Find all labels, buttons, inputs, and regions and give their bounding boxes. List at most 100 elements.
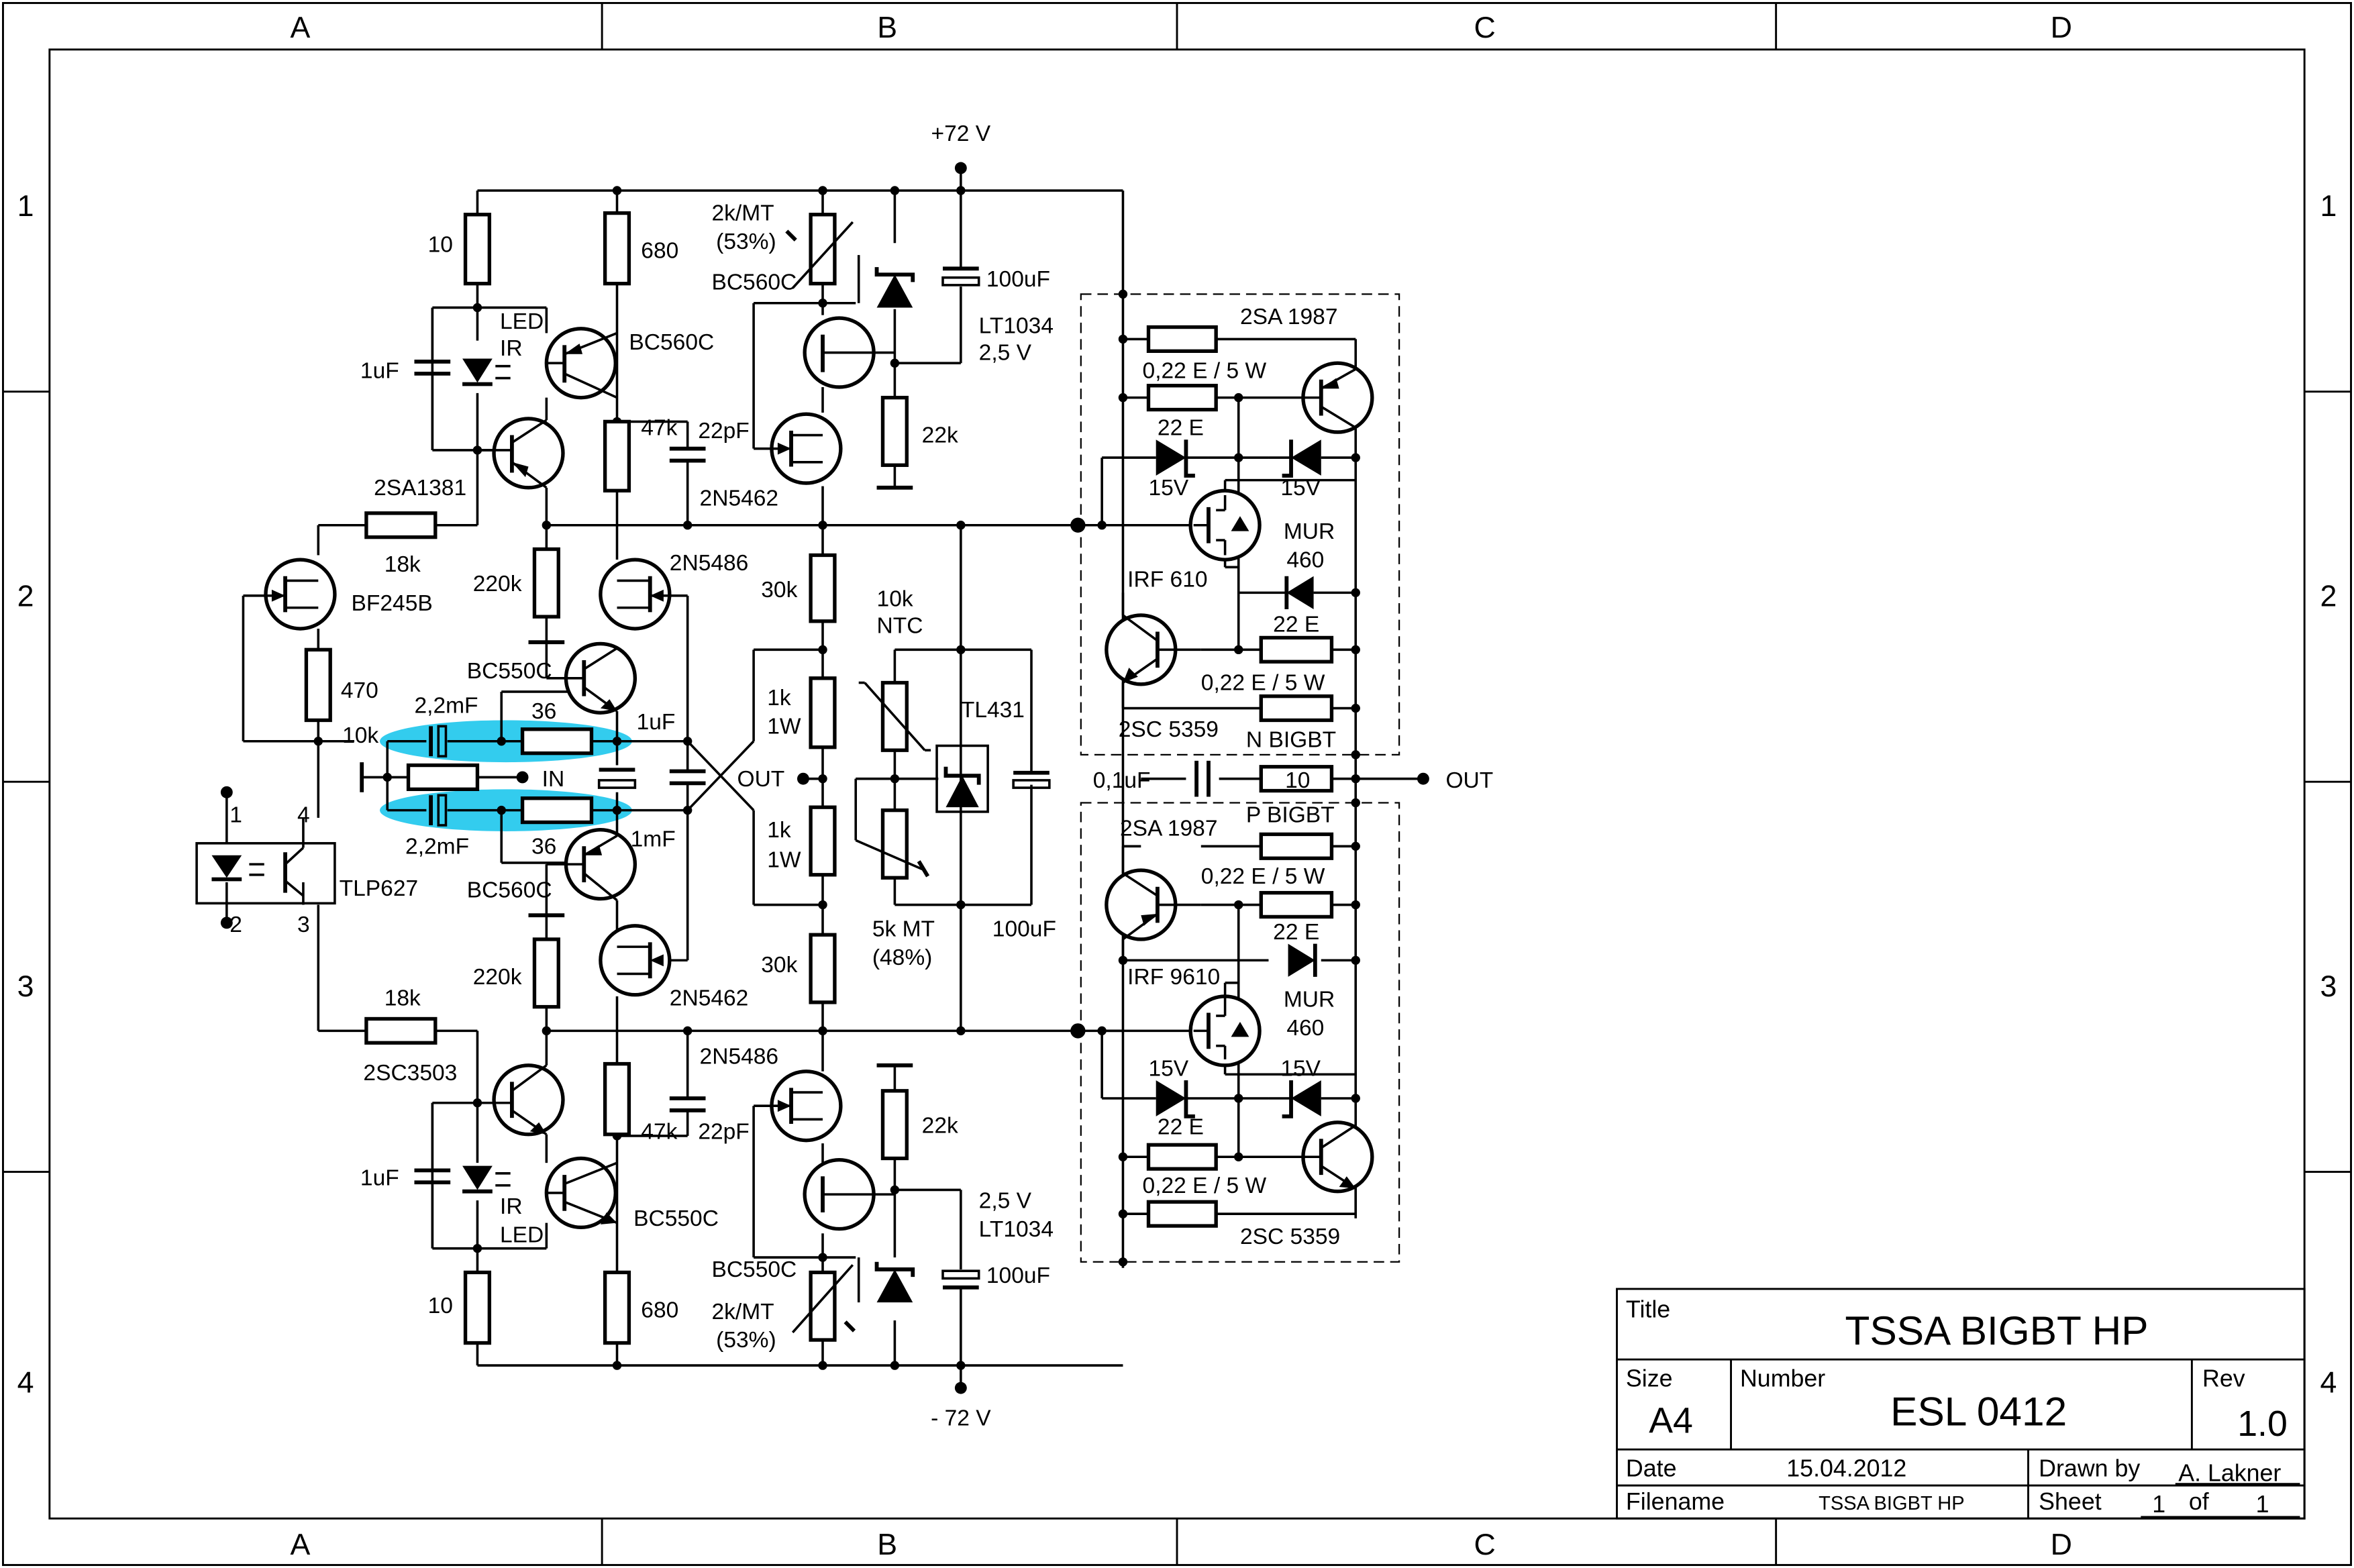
transistor-n-2sa1987 — [1301, 361, 1374, 434]
label-r18k-bot: 18k — [385, 986, 421, 1010]
led-ir-top — [462, 358, 511, 386]
resistor-n-22e-a — [1146, 384, 1218, 412]
label-r22k-top: 22k — [922, 423, 958, 448]
label-r220k-bot: 220k — [473, 965, 522, 990]
transistor-bc550c-bot — [544, 1156, 618, 1230]
label-r47k-bot: 47k — [641, 1119, 677, 1144]
label-p-r22e-b: 22 E — [1158, 1115, 1204, 1140]
sheet-value: 1 — [2152, 1491, 2165, 1518]
sheets-value: 1 — [2256, 1491, 2269, 1518]
cap-100uf-bot — [941, 1269, 980, 1290]
label-n-irf: IRF 610 — [1127, 567, 1207, 592]
zone-row-1-right: 1 — [2320, 190, 2337, 223]
label-jfet-bot: 2N5462 — [670, 986, 749, 1010]
label-ntc-1: 10k — [877, 586, 913, 611]
zone-col-d-bottom: D — [2051, 1528, 2072, 1561]
date-value: 15.04.2012 — [1786, 1455, 1906, 1482]
label-n-bigbt: N BIGBT — [1246, 728, 1336, 753]
resistor-47k-bot — [603, 1061, 631, 1137]
zone-row-2-left: 2 — [17, 580, 34, 613]
label-r36-top: 36 — [531, 699, 556, 724]
resistor-5k-trim — [880, 808, 909, 880]
label-c22p-top: 22pF — [698, 419, 749, 443]
transistor-2sa1381 — [477, 417, 565, 490]
resistor-p-022-a — [1259, 890, 1334, 919]
diode-mur-p — [1288, 943, 1317, 977]
label-p-bigbt: P BIGBT — [1246, 803, 1335, 828]
label-lt1034-bot: LT1034 — [979, 1217, 1054, 1242]
transistor-bc560c-mid — [545, 828, 637, 916]
zone-row-3-left: 3 — [17, 970, 34, 1003]
led-ir-bot — [462, 1165, 511, 1194]
zone-col-d-top: D — [2051, 11, 2072, 44]
label-r1k-bot-1: 1k — [767, 818, 791, 843]
cap-1mf — [597, 768, 637, 789]
drawn-by-label: Drawn by — [2039, 1455, 2140, 1482]
resistor-220k-bot — [532, 937, 560, 1009]
label-ntc-2: NTC — [877, 614, 923, 639]
label-trim-top-pct: (53%) — [716, 229, 776, 254]
label-p-2sc: 2SC 5359 — [1240, 1224, 1340, 1249]
label-led-ir-top-2: IR — [500, 336, 523, 361]
zone-row-4-left: 4 — [17, 1366, 34, 1399]
resistor-30k-bot — [809, 933, 837, 1004]
label-c100u-bot: 100uF — [986, 1263, 1050, 1288]
cap-0-1uf — [1194, 760, 1211, 797]
label-supply-pos: +72 V — [931, 121, 991, 146]
label-trim5k: 5k MT — [872, 917, 935, 941]
cap-100uf-top — [941, 266, 980, 286]
label-n-r022-b: 0,22 E / 5 W — [1201, 671, 1325, 696]
zone-col-c-bottom: C — [1474, 1528, 1495, 1561]
label-r1k-bot-2: 1W — [767, 848, 801, 873]
title-value: TSSA BIGBT HP — [1845, 1308, 2149, 1353]
label-r1k-top-1: 1k — [767, 686, 791, 711]
filename-value: TSSA BIGBT HP — [1819, 1493, 1965, 1514]
label-r1k-top-2: 1W — [767, 715, 801, 739]
label-r10-bot: 10 — [428, 1294, 453, 1318]
transistor-p-2sa1987 — [1105, 868, 1201, 941]
label-c1m: 1mF — [631, 827, 676, 851]
label-c1u-top: 1uF — [360, 359, 399, 384]
zone-col-a-bottom: A — [291, 1528, 311, 1561]
label-r18k-top: 18k — [385, 552, 421, 577]
label-led-ir-top-1: LED — [500, 309, 544, 334]
label-v25-bot: 2,5 V — [979, 1188, 1032, 1213]
label-r47k-top: 47k — [641, 416, 677, 441]
transistor-bc550c-b — [803, 1158, 895, 1231]
frame-zone-labels: A B C D A B C D 1 2 3 4 1 2 3 4 — [17, 11, 2337, 1561]
label-trim5k-pct: (48%) — [872, 945, 933, 970]
label-bc560c-b: BC560C — [629, 330, 714, 355]
label-2sa1381: 2SA1381 — [374, 476, 466, 501]
label-n-r022-a: 0,22 E / 5 W — [1143, 359, 1267, 384]
resistor-470 — [304, 647, 332, 723]
transistor-bc560c-top — [544, 327, 618, 400]
zone-row-2-right: 2 — [2320, 580, 2337, 613]
label-p-z15-b: 15V — [1280, 1056, 1321, 1081]
zone-row-4-right: 4 — [2320, 1366, 2337, 1399]
cap-1uf-top — [414, 307, 451, 450]
resistor-10-top — [463, 213, 492, 286]
resistor-2k-trim-top — [809, 213, 837, 286]
label-in: IN — [542, 767, 565, 792]
label-r30k-bot: 30k — [761, 953, 797, 978]
cap-1uf-mid — [669, 769, 706, 786]
label-bf245: BF245B — [352, 591, 433, 616]
label-out-mid: OUT — [737, 767, 784, 792]
cap-100uf-mid — [1012, 770, 1051, 789]
label-trim-bot: 2k/MT — [711, 1300, 774, 1324]
zone-col-b-bottom: B — [877, 1528, 897, 1561]
zone-row-1-left: 1 — [17, 190, 34, 223]
cap-2-2mf-bot — [429, 794, 448, 827]
title-label: Title — [1626, 1296, 1670, 1323]
label-r10-top: 10 — [428, 233, 453, 258]
number-value: ESL 0412 — [1890, 1389, 2067, 1434]
title-block: Title TSSA BIGBT HP Size A4 Number ESL 0… — [1616, 1288, 2306, 1520]
label-2sc3503: 2SC3503 — [363, 1061, 457, 1086]
label-p-mur: MUR — [1284, 988, 1335, 1012]
sheet-label: Sheet — [2039, 1488, 2102, 1515]
label-trim-top: 2k/MT — [711, 201, 774, 226]
resistor-out-10 — [1259, 765, 1334, 793]
resistor-36-bot — [520, 796, 594, 825]
label-n-2sc: 2SC 5359 — [1119, 717, 1219, 742]
